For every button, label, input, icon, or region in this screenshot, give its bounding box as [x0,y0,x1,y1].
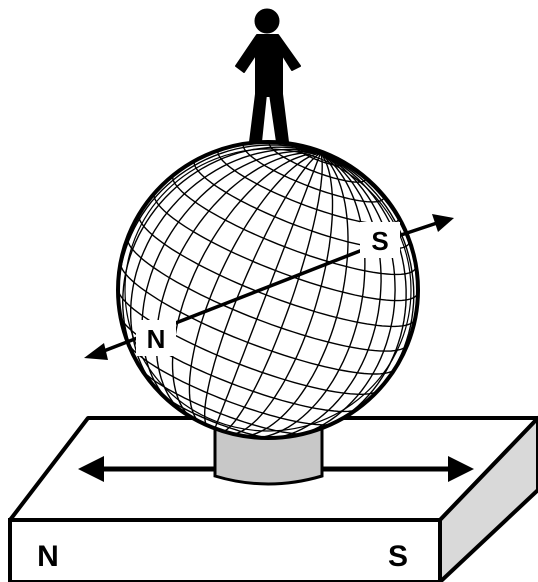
globe-stand [213,426,324,486]
globe-grid-line [224,152,334,436]
globe [116,140,420,440]
globe-grid-line [204,152,321,429]
globe-grid-line [213,152,322,431]
globe-grid-line [219,152,323,433]
globe-north-label: N [147,324,166,354]
magnet-south-label: S [388,540,408,573]
globe-grid-line [238,152,366,438]
magnetic-axis-line [149,238,389,335]
person-icon [235,8,301,143]
globe-south-label-bg [360,222,400,258]
globe-grid-line [171,152,321,423]
globe-north-label-bg [136,320,176,356]
globe-grid-line [155,151,321,420]
globe-grid-line [188,152,321,427]
magnet-north-label: N [37,540,59,573]
globe-north-arrow [84,335,141,360]
globe-grid-line [232,152,349,438]
globe-grid-line [141,150,321,414]
magnet-front-face [8,518,442,582]
globe-south-label: S [371,226,388,256]
globe-grid-line [248,152,382,438]
globe-grid-line [130,148,321,407]
globe-south-arrow [397,214,454,238]
